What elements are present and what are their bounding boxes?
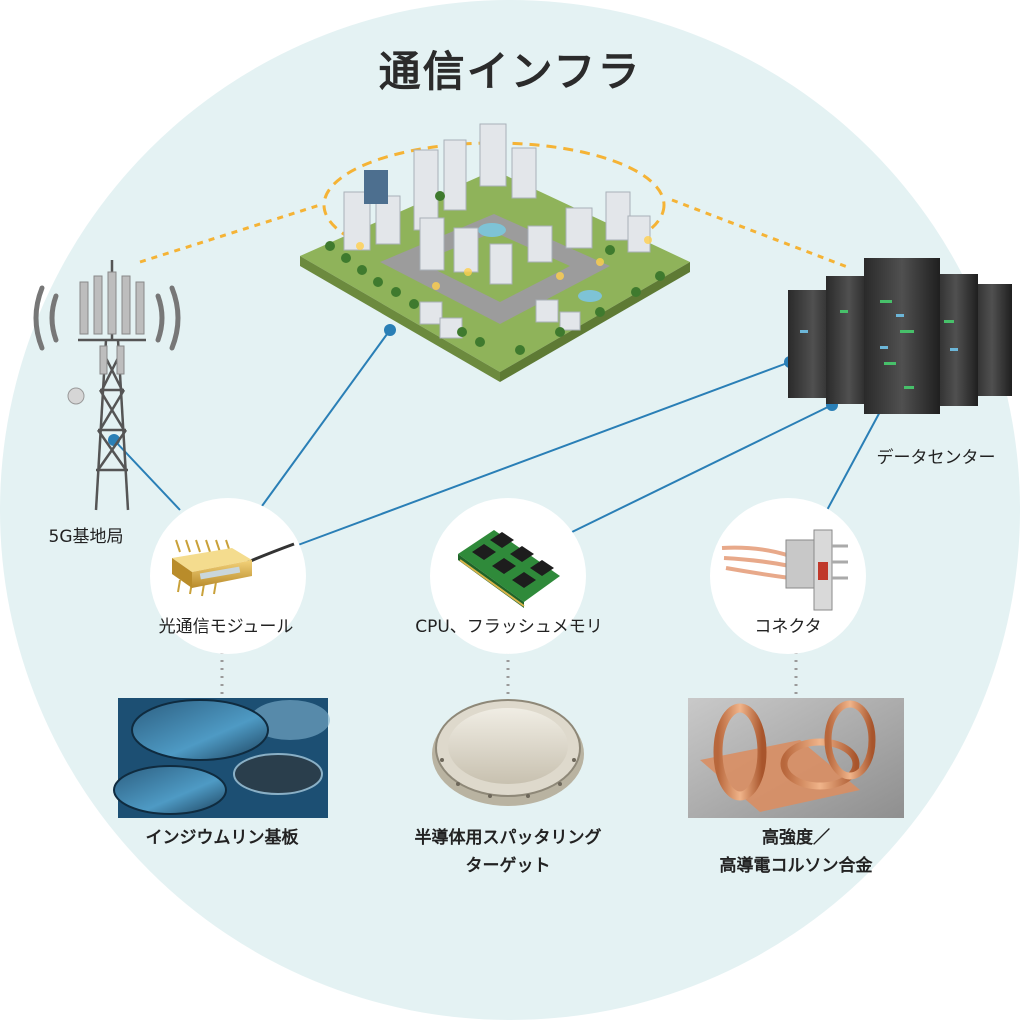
tower-label: 5G基地局 — [48, 527, 124, 547]
datacenter-label: データセンター — [876, 448, 996, 468]
dashed-link-city-tower — [139, 203, 321, 264]
copper-alloy-label: 高強度／ 高導電コルソン合金 — [720, 824, 873, 880]
connector-illustration — [721, 529, 848, 611]
optical-module-label: 光通信モジュール — [158, 617, 294, 637]
memory-illustration — [458, 530, 560, 608]
connector-label: コネクタ — [754, 617, 822, 637]
sputtering-target-label-line1: 半導体用スパッタリング — [414, 828, 602, 848]
sputtering-target-photo — [432, 699, 584, 806]
connector-lines — [113, 329, 883, 546]
dashed-link-city-datacenter — [671, 198, 851, 270]
diagram-title: 通信インフラ — [378, 47, 642, 96]
tower-illustration — [33, 260, 181, 511]
datacenter-illustration — [788, 258, 1012, 414]
memory-label: CPU、フラッシュメモリ — [415, 617, 603, 637]
optical-module-illustration — [172, 539, 295, 597]
inp-substrate-photo — [113, 698, 330, 818]
city-illustration — [300, 123, 690, 382]
sputtering-target-label: 半導体用スパッタリング ターゲット — [415, 824, 602, 880]
inp-substrate-label: インジウムリン基板 — [145, 828, 299, 848]
sputtering-target-label-line2: ターゲット — [465, 856, 551, 876]
copper-alloy-label-line1: 高強度／ — [762, 828, 830, 848]
copper-alloy-photo — [688, 698, 904, 818]
copper-alloy-label-line2: 高導電コルソン合金 — [719, 856, 873, 876]
